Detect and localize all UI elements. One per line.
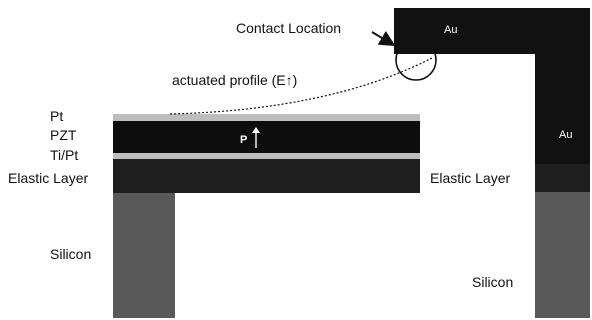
ti-pt-label: Ti/Pt bbox=[50, 147, 78, 163]
silicon-left-label: Silicon bbox=[50, 246, 91, 262]
au-top-contact bbox=[394, 8, 590, 54]
au-side-label: Au bbox=[559, 129, 572, 141]
elastic-layer-right-block bbox=[535, 164, 590, 192]
elastic-layer-left-label: Elastic Layer bbox=[8, 170, 88, 186]
pzt-layer bbox=[113, 121, 420, 153]
silicon-left-block bbox=[113, 193, 175, 318]
silicon-right-block bbox=[535, 192, 590, 318]
pt-top-film bbox=[113, 114, 420, 121]
actuated-profile-label: actuated profile (E↑) bbox=[172, 72, 297, 88]
elastic-layer-left-block bbox=[113, 159, 420, 193]
up-arrow-head bbox=[252, 127, 260, 133]
ti-pt-film bbox=[113, 153, 420, 159]
au-top-label: Au bbox=[444, 24, 457, 36]
pt-label: Pt bbox=[50, 108, 63, 124]
polarization-label: P bbox=[240, 134, 247, 146]
polarization-arrow-group: P bbox=[240, 127, 260, 148]
contact-location-circle bbox=[395, 39, 437, 81]
silicon-right-label: Silicon bbox=[472, 274, 513, 290]
pzt-label: PZT bbox=[50, 127, 77, 143]
elastic-layer-right-label: Elastic Layer bbox=[430, 170, 510, 186]
au-side-block bbox=[535, 54, 590, 164]
pointer-arrow-icon bbox=[371, 30, 396, 47]
contact-location-label: Contact Location bbox=[236, 20, 341, 36]
actuated-profile-curve bbox=[169, 57, 433, 115]
